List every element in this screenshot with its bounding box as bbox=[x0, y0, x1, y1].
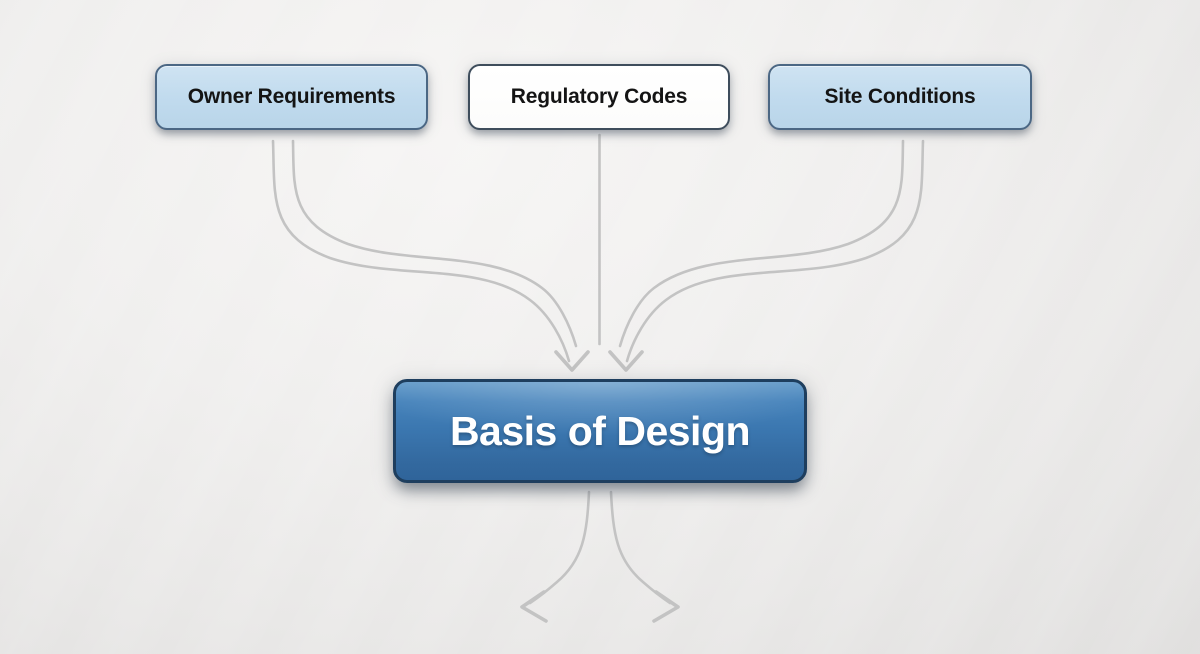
node-site-conditions: Site Conditions bbox=[768, 64, 1032, 130]
connector-site-to-basis-line-a bbox=[625, 139, 925, 363]
node-owner-requirements: Owner Requirements bbox=[155, 64, 428, 130]
node-regulatory-codes-label: Regulatory Codes bbox=[510, 85, 688, 108]
connector-site-to-basis-line-b bbox=[618, 139, 905, 348]
arrowhead-owner-to-basis bbox=[554, 350, 590, 372]
connector-basis-to-output-right bbox=[609, 490, 672, 605]
arrowhead-site-to-basis bbox=[608, 350, 644, 372]
node-owner-requirements-label: Owner Requirements bbox=[187, 85, 396, 108]
arrowhead-output-left bbox=[520, 590, 548, 623]
connector-owner-to-basis-line-a bbox=[271, 139, 571, 363]
node-basis-of-design: Basis of Design bbox=[393, 379, 807, 483]
arrowhead-output-right bbox=[652, 590, 680, 623]
node-site-conditions-label: Site Conditions bbox=[824, 85, 976, 108]
node-regulatory-codes: Regulatory Codes bbox=[468, 64, 730, 130]
node-basis-of-design-label: Basis of Design bbox=[449, 407, 751, 454]
connector-basis-to-output-left bbox=[528, 490, 591, 605]
connector-owner-to-basis-line-b bbox=[291, 139, 578, 348]
